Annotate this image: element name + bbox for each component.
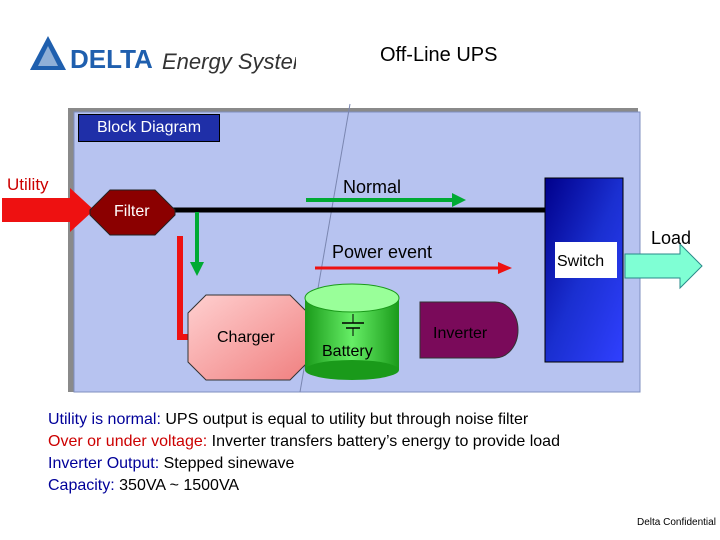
normal-arrow-head: [452, 193, 466, 207]
power-event-arrow-head: [498, 262, 512, 274]
note-term: Capacity:: [48, 477, 115, 494]
switch-label-bg: [555, 242, 617, 278]
utility-label: Utility: [7, 175, 49, 194]
note-term: Over or under voltage:: [48, 433, 208, 450]
note-line: Over or under voltage: Inverter transfer…: [48, 431, 560, 453]
note-term: Inverter Output:: [48, 455, 160, 472]
battery-bottom: [305, 360, 399, 380]
notes-list: Utility is normal: UPS output is equal t…: [48, 409, 560, 497]
normal-label: Normal: [343, 177, 402, 197]
note-text: Inverter transfers battery’s energy to p…: [207, 433, 560, 450]
block-diagram-label: Block Diagram: [78, 114, 220, 142]
battery-top: [304, 283, 400, 313]
logo-brand-text: DELTA: [70, 44, 153, 74]
note-line: Capacity: 350VA ~ 1500VA: [48, 475, 560, 497]
slide-title: Off-Line UPS: [380, 44, 498, 66]
charge-arrow-head: [190, 262, 204, 276]
note-text: 350VA ~ 1500VA: [114, 477, 240, 494]
note-text: Stepped sinewave: [159, 455, 295, 472]
switch-label: Switch: [557, 253, 605, 270]
battery-label: Battery: [322, 343, 373, 360]
charger-block: [187, 294, 309, 381]
note-text: UPS output is equal to utility but throu…: [160, 411, 529, 428]
load-label: Load: [651, 228, 692, 248]
logo-subtitle-text: Energy Systems: [162, 49, 296, 74]
delta-logo: DELTA Energy Systems: [26, 32, 322, 78]
note-line: Inverter Output: Stepped sinewave: [48, 453, 560, 475]
filter-label: Filter: [114, 203, 150, 220]
filter-block: [89, 189, 176, 236]
charger-label: Charger: [217, 329, 275, 346]
note-line: Utility is normal: UPS output is equal t…: [48, 409, 560, 431]
footer-confidential: Delta Confidential: [637, 517, 716, 528]
inverter-block: [419, 301, 519, 359]
utility-arrow: [2, 188, 94, 232]
inverter-label: Inverter: [433, 325, 488, 342]
note-term: Utility is normal:: [48, 411, 161, 428]
power-event-label: Power event: [332, 242, 433, 262]
load-arrow: [624, 242, 703, 290]
